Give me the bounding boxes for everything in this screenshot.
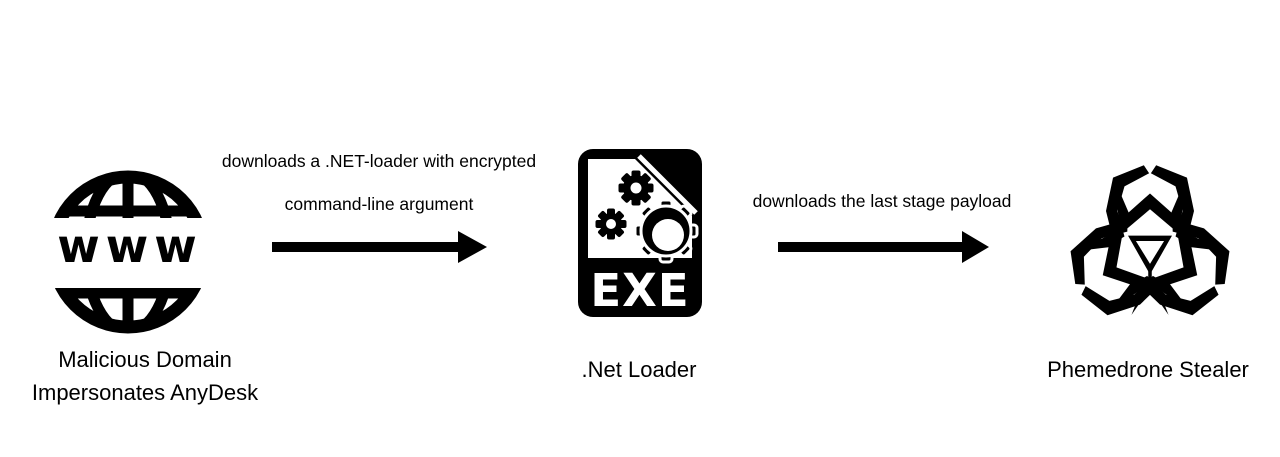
node-label-line1: .Net Loader [581,357,697,382]
hazard-center [1128,235,1172,315]
exe-file-fold-gap [637,154,698,215]
exe-text: EXE [590,264,689,317]
globe-www-text: www [57,219,203,273]
globe-equator-band [46,218,210,288]
arrow1-head [458,231,487,263]
node-label-line1: Malicious Domain [58,347,232,372]
node-label-net-loader: .Net Loader [539,353,739,386]
malware-hazard-icon [1062,165,1238,336]
arrow2-shaft [778,242,962,252]
arrow1-shaft [272,242,458,252]
edge2-label-line1: downloads the last stage payload [752,191,1012,211]
exe-file-icon: EXE [578,149,702,317]
arrow2-head [962,231,989,263]
edge1-label-line1: downloads a .NET-loader with encrypted [221,151,537,171]
exe-gear-small-top [618,170,654,206]
node-label-line2: Impersonates AnyDesk [31,380,259,405]
node-label-line1: Phemedrone Stealer [1047,357,1249,382]
node-label-phemedrone-stealer: Phemedrone Stealer [1028,353,1268,386]
www-globe-icon: www [46,170,210,334]
node-label-malicious-domain: Malicious Domain Impersonates AnyDesk [15,343,275,409]
exe-gear-big [633,198,699,264]
exe-gear-small-left [595,208,627,240]
edge1-label-line2: command-line argument [284,194,474,214]
